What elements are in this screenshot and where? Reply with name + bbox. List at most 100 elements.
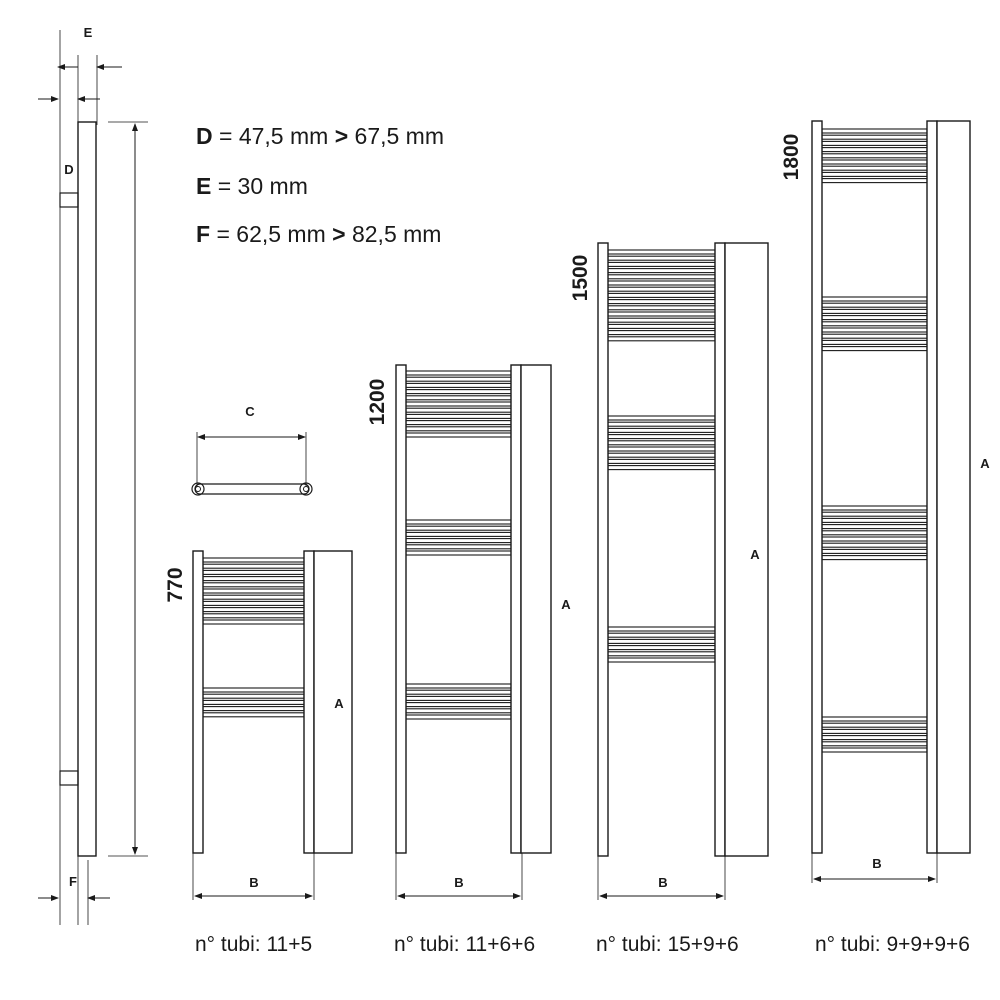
tube — [821, 159, 928, 165]
tube — [821, 333, 928, 339]
tube — [607, 261, 716, 267]
tube — [607, 311, 716, 317]
radiator-front-view — [597, 242, 769, 900]
top-view-bar — [194, 483, 310, 495]
tube — [607, 427, 716, 433]
tube — [821, 302, 928, 308]
tube — [607, 645, 716, 651]
label-a: A — [750, 547, 760, 562]
wall-bracket-bottom — [59, 770, 79, 786]
tube — [607, 268, 716, 274]
spec-value: = 30 mm — [211, 173, 308, 199]
depth-panel — [724, 242, 769, 857]
radiator-model-1500: 1500 A B n° tubi: 15+9+6 — [569, 242, 769, 956]
tube — [405, 683, 512, 689]
label-c: C — [245, 404, 255, 419]
tube — [405, 525, 512, 531]
tube — [405, 389, 512, 395]
tube — [405, 519, 512, 525]
spec-key: E — [196, 173, 211, 199]
label-b: B — [658, 875, 667, 890]
tube — [405, 538, 512, 544]
radiator-front-view — [192, 550, 353, 900]
top-view-pipe-left-inner — [195, 486, 201, 492]
radiator-model-770: 770 A B n° tubi: 11+5 — [164, 550, 353, 956]
tube — [607, 440, 716, 446]
tube — [821, 548, 928, 554]
tube — [607, 305, 716, 311]
tube — [202, 613, 305, 619]
side-collector — [77, 121, 97, 857]
tube — [607, 336, 716, 342]
tube — [607, 434, 716, 440]
tube — [607, 651, 716, 657]
tube — [202, 594, 305, 600]
tube — [821, 716, 928, 722]
model-height-label: 770 — [164, 567, 187, 602]
label-e: E — [84, 25, 93, 40]
tube — [607, 299, 716, 305]
tube — [202, 576, 305, 582]
spec-key: D — [196, 123, 213, 149]
tube — [202, 712, 305, 718]
tube — [202, 582, 305, 588]
tube — [405, 702, 512, 708]
tube — [202, 699, 305, 705]
tube — [607, 452, 716, 458]
left-collector — [811, 120, 823, 854]
radiator-model-1200: 1200 A B n° tubi: 11+6+6 — [366, 364, 571, 956]
depth-panel — [936, 120, 971, 854]
tube — [607, 317, 716, 323]
label-d: D — [64, 162, 73, 177]
depth-panel — [313, 550, 353, 854]
label-b: B — [249, 875, 258, 890]
tube — [405, 714, 512, 720]
tube — [405, 544, 512, 550]
tube — [405, 382, 512, 388]
tube — [821, 542, 928, 548]
tube — [405, 376, 512, 382]
spec-value-2: 67,5 mm — [348, 123, 444, 149]
tube-count-label: n° tubi: 15+9+6 — [596, 933, 739, 956]
tube — [607, 280, 716, 286]
tube — [821, 296, 928, 302]
top-view-pipe-right — [299, 482, 313, 496]
tube — [821, 536, 928, 542]
radiator-front-view — [811, 120, 971, 883]
spec-value: = 62,5 mm — [210, 221, 332, 247]
radiator-front-view — [395, 364, 552, 900]
tube — [405, 413, 512, 419]
spec-key: F — [196, 221, 210, 247]
tube-count-label: n° tubi: 9+9+9+6 — [815, 933, 970, 956]
tube — [405, 432, 512, 438]
tube — [821, 308, 928, 314]
tube — [405, 401, 512, 407]
top-view-pipe-left — [191, 482, 205, 496]
tube — [607, 421, 716, 427]
tube — [821, 511, 928, 517]
tube — [821, 153, 928, 159]
tube — [821, 178, 928, 184]
tube — [821, 171, 928, 177]
model-height-label: 1500 — [569, 255, 592, 302]
tube — [202, 563, 305, 569]
tube — [202, 607, 305, 613]
tube — [202, 569, 305, 575]
top-view: C — [191, 404, 313, 496]
tube — [405, 689, 512, 695]
tube — [607, 626, 716, 632]
tube — [821, 735, 928, 741]
tube — [405, 531, 512, 537]
tube — [821, 728, 928, 734]
tube-count-label: n° tubi: 11+6+6 — [394, 933, 535, 956]
radiator-model-1800: 1800 A B n° tubi: 9+9+9+6 — [780, 120, 990, 956]
tube — [607, 255, 716, 261]
spec-sep: > — [335, 123, 348, 149]
left-collector — [192, 550, 204, 854]
tube — [821, 524, 928, 530]
tube — [607, 330, 716, 336]
tube — [821, 321, 928, 327]
spec-line-e: E = 30 mm — [196, 173, 308, 199]
top-view-pipe-right-inner — [303, 486, 309, 492]
